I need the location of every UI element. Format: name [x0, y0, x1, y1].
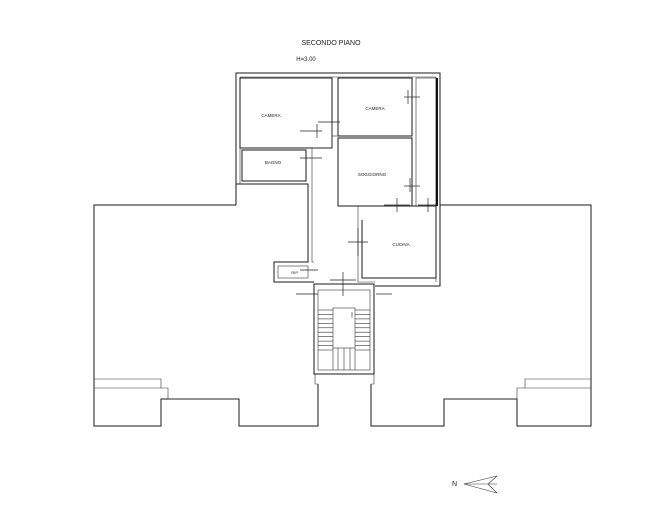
door-marks	[296, 90, 438, 296]
north-arrow: N	[452, 475, 498, 494]
room-label-bagno: BAGNO	[265, 160, 282, 165]
stair-steps-right	[355, 309, 370, 351]
room-cucina: CUCINA	[360, 205, 437, 279]
room-label-soggiorno: SOGGIORNO	[358, 172, 387, 177]
room-label-camera-1: CAMERA	[261, 113, 280, 118]
room-camera-1: CAMERA	[239, 77, 333, 149]
north-label: N	[452, 481, 457, 488]
stair-steps-left	[318, 309, 333, 351]
stairwell	[313, 283, 375, 375]
room-label-rip: RIP.	[291, 270, 298, 275]
room-rip: RIP.	[277, 265, 309, 279]
room-camera-2: CAMERA	[337, 77, 413, 137]
building-outline	[93, 204, 592, 427]
room-soggiorno: SOGGIORNO	[337, 137, 413, 207]
corridor-walls	[236, 120, 375, 283]
height-note: H=3.00	[296, 57, 316, 63]
room-label-camera-2: CAMERA	[365, 106, 384, 111]
plan-title: SECONDO PIANO	[301, 40, 361, 47]
room-bagno: BAGNO	[241, 149, 307, 182]
room-label-cucina: CUCINA	[392, 242, 409, 247]
